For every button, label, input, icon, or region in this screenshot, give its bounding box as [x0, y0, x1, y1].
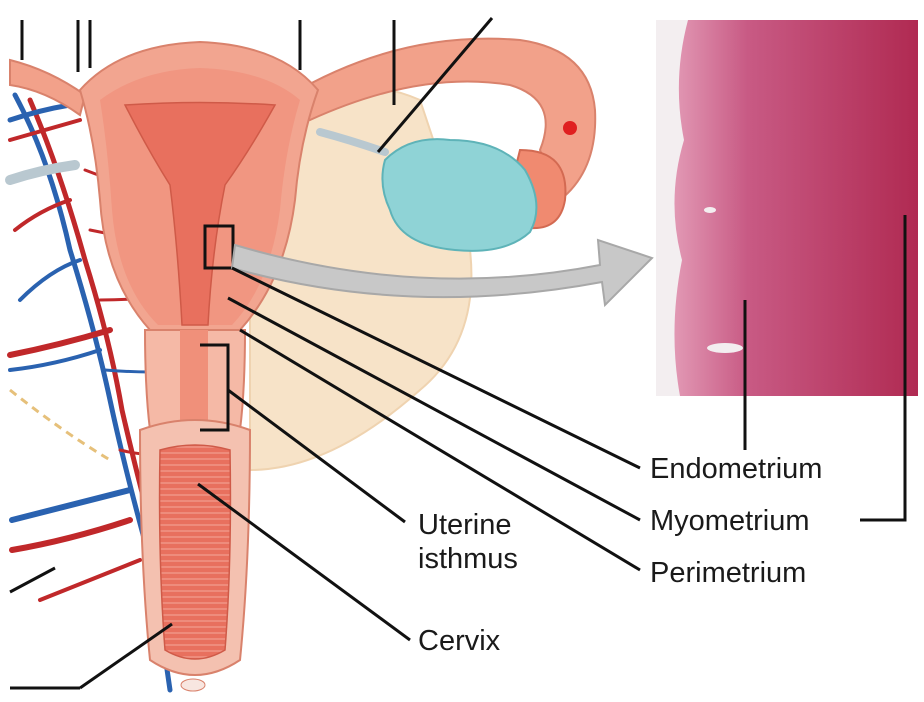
- label-perimetrium: Perimetrium: [650, 556, 806, 590]
- label-uterine-isthmus: Uterine isthmus: [418, 508, 588, 576]
- cervical-os: [181, 679, 205, 691]
- label-cervix: Cervix: [418, 624, 500, 658]
- micrograph: [656, 20, 918, 396]
- label-myometrium: Myometrium: [650, 504, 810, 538]
- ovum: [563, 121, 577, 135]
- dashed-ligament-line: [10, 390, 110, 460]
- suspensory-ligament: [10, 165, 75, 180]
- label-endometrium: Endometrium: [650, 452, 822, 486]
- ovary: [382, 139, 536, 251]
